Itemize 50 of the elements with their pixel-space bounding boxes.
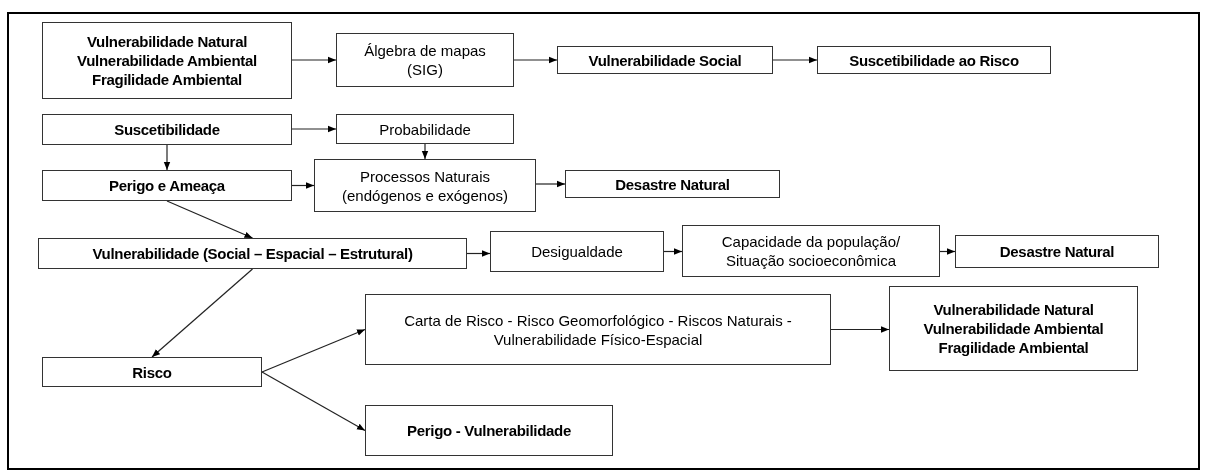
box-label: Processos Naturais (endógenos e exógenos)	[341, 166, 509, 205]
arrow	[291, 182, 315, 189]
arrow	[663, 248, 683, 255]
process-box	[42, 170, 292, 201]
box-label: Vulnerabilidade (Social – Espacial – Estrutural)	[92, 244, 413, 263]
process-box	[557, 46, 773, 74]
process-box	[490, 231, 664, 272]
process-box	[955, 235, 1159, 268]
arrow	[291, 125, 337, 133]
arrow	[939, 248, 956, 255]
process-box	[42, 357, 262, 387]
arrow	[830, 326, 890, 333]
arrow	[163, 144, 171, 171]
process-box	[42, 114, 292, 145]
arrow	[261, 328, 366, 373]
arrow	[466, 250, 491, 257]
box-label: Vulnerabilidade Social	[588, 50, 742, 70]
box-label: Capacidade da população/ Situação socioeconômica	[720, 232, 902, 270]
box-label: Álgebra de mapas (SIG)	[363, 41, 487, 79]
arrow	[421, 143, 429, 160]
process-box	[682, 225, 940, 277]
box-label: Carta de Risco - Risco Geomorfológico - Riscos Naturais - Vulnerabilidade Físico-Espacial	[403, 310, 793, 349]
arrow	[166, 200, 254, 239]
box-label: Desastre Natural	[615, 174, 730, 194]
process-box	[38, 238, 467, 269]
box-label: Perigo e Ameaça	[109, 176, 225, 195]
box-label: Probabilidade	[379, 119, 471, 139]
arrow	[513, 56, 558, 64]
box-label: Desigualdade	[531, 242, 623, 261]
box-label: Vulnerabilidade Natural Vulnerabilidade Ambiental Fragilidade Ambiental	[922, 300, 1105, 357]
arrow	[151, 268, 254, 358]
arrow	[772, 56, 818, 64]
box-label: Desastre Natural	[999, 242, 1115, 261]
process-box	[365, 405, 613, 456]
process-box	[336, 33, 514, 87]
box-label: Risco	[132, 362, 172, 382]
process-box	[817, 46, 1051, 74]
box-label: Perigo - Vulnerabilidade	[407, 421, 571, 440]
process-box	[565, 170, 780, 198]
arrow	[535, 180, 566, 188]
process-box	[42, 22, 292, 99]
arrow	[291, 56, 337, 64]
box-label: Suscetibilidade ao Risco	[849, 50, 1019, 70]
process-box	[889, 286, 1138, 371]
process-box	[365, 294, 831, 365]
process-box	[336, 114, 514, 144]
box-label: Vulnerabilidade Natural Vulnerabilidade Ambiental Fragilidade Ambiental	[76, 32, 258, 89]
process-box	[314, 159, 536, 212]
arrow	[261, 371, 366, 432]
box-label: Suscetibilidade	[114, 120, 220, 139]
